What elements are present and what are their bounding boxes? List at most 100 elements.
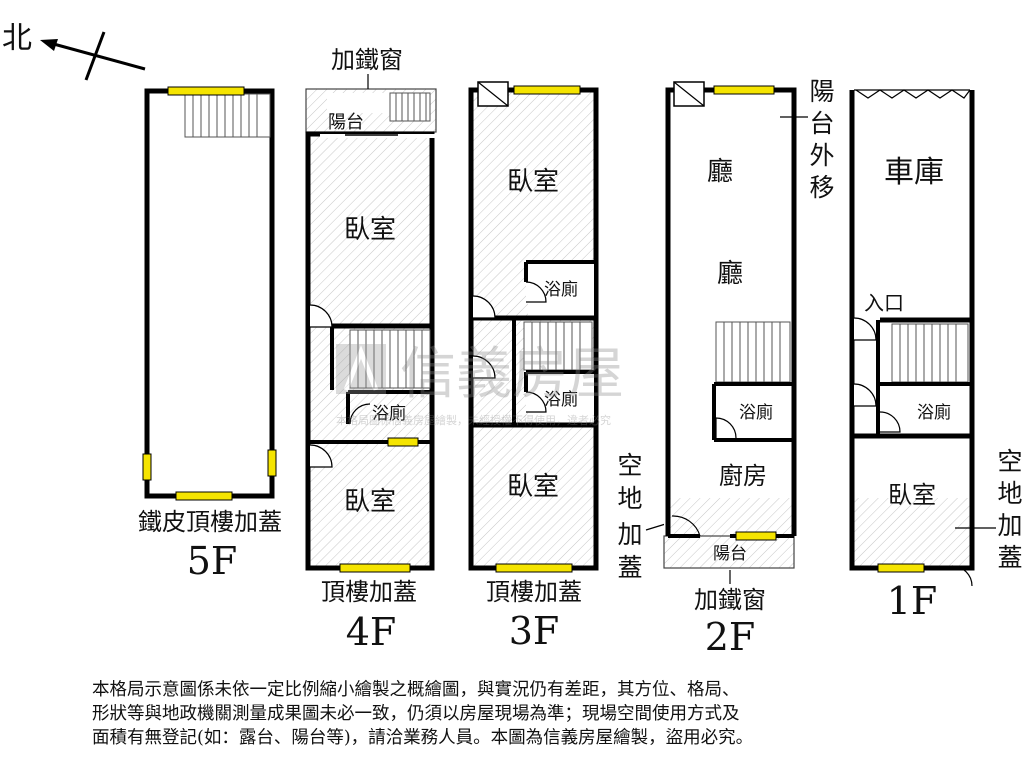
floor-3f-room-top-label: 臥室 — [507, 167, 559, 197]
floor-1f-room-label: 臥室 — [888, 481, 936, 509]
watermark-logo-mark — [343, 345, 379, 391]
floor-4f-note: 頂樓加蓋 — [321, 578, 417, 606]
floor-5f-level: 5F — [187, 539, 238, 583]
floor-4f-bath-label: 浴廁 — [372, 403, 406, 424]
door-icon — [472, 295, 496, 319]
floor-5f-walls — [144, 88, 275, 499]
floor-2f: 廳 廳 浴廁 廚房 陽台 加鐵窗 2F 陽 台 外 移 — [663, 77, 835, 659]
svg-text:移: 移 — [809, 173, 834, 202]
door-icon — [349, 403, 371, 425]
balcony-opening — [320, 134, 440, 138]
window-icon — [339, 563, 411, 573]
floor-1f: 車庫 入口 浴廁 臥室 1F 空 地 加 蓋 — [849, 89, 1023, 623]
door-icon — [472, 355, 496, 379]
disclaimer-line: 面積有無登記(如：露台、陽台等)，請洽業務人員。本圖為信義房屋繪製，盜用必究。 — [92, 728, 754, 748]
svg-text:蓋: 蓋 — [997, 543, 1022, 572]
floor-2f-kitchen-label: 廚房 — [719, 462, 767, 490]
ac-unit-icon-diagonal — [477, 81, 509, 107]
door-icon — [309, 304, 333, 328]
disclaimer-line: 形狀等與地政機關測量成果圖未必一致，仍須以房屋現場為準；現場空間使用方式及 — [92, 704, 740, 724]
floor-1f-bath-label: 浴廁 — [917, 402, 951, 423]
floor-4f: 加鐵窗 陽台 臥室 浴廁 臥室 頂樓加蓋 4F — [305, 46, 440, 654]
staircase-icon — [349, 329, 431, 389]
door-icon — [525, 391, 547, 413]
staircase-icon — [891, 323, 969, 383]
north-arrow-icon — [49, 41, 146, 71]
svg-text:地: 地 — [997, 479, 1022, 508]
ac-unit-icon-diagonal — [673, 81, 705, 107]
floor-3f-room-bottom-label: 臥室 — [507, 472, 559, 502]
svg-text:外: 外 — [809, 141, 834, 170]
floor-2f-level: 2F — [705, 615, 756, 659]
door-icon — [309, 444, 333, 468]
window-icon — [267, 449, 277, 477]
floor-5f-note: 鐵皮頂樓加蓋 — [138, 508, 282, 536]
window-icon — [175, 491, 233, 501]
floor-1f-side-note: 空 地 加 蓋 — [955, 447, 1023, 572]
window-icon — [142, 453, 152, 481]
floor-3f: 臥室 浴廁 浴廁 臥室 頂樓加蓋 3F 空 地 加 蓋 — [468, 81, 673, 653]
floor-plan: 北 鐵皮頂樓加蓋 5F — [2, 21, 1023, 659]
door-icon — [853, 317, 877, 341]
hatched-area — [852, 498, 972, 568]
svg-text:地: 地 — [617, 484, 642, 513]
floor-2f-balcony-label: 陽台 — [713, 544, 747, 564]
floor-4f-window-note: 加鐵窗 — [331, 46, 403, 74]
rolling-door-icon — [855, 89, 971, 99]
north-arrowhead-icon — [40, 39, 58, 51]
watermark-brand: 信義房屋 — [400, 342, 624, 407]
staircase-icon — [715, 321, 791, 383]
svg-text:加: 加 — [997, 511, 1022, 540]
floor-3f-bath-mid-label: 浴廁 — [544, 389, 578, 410]
window-icon — [387, 437, 419, 447]
floor-2f-hall1-label: 廳 — [707, 157, 733, 187]
door-icon — [879, 411, 901, 433]
watermark-logo-icon — [336, 344, 386, 394]
window-icon — [513, 85, 581, 95]
floor-3f-bath-top-label: 浴廁 — [544, 279, 578, 300]
staircase-icon — [184, 93, 271, 138]
disclaimer: 本格局示意圖係未依一定比例縮小繪製之概繪圖，與實況仍有差距，其方位、格局、 形狀… — [92, 678, 992, 750]
disclaimer-line: 本格局示意圖係未依一定比例縮小繪製之概繪圖，與實況仍有差距，其方位、格局、 — [92, 680, 740, 700]
floor-3f-level: 3F — [509, 609, 560, 653]
window-icon — [495, 563, 573, 573]
door-icon — [951, 565, 973, 587]
door-icon — [853, 383, 877, 407]
window-icon — [713, 85, 775, 95]
floor-4f-room-bottom-label: 臥室 — [344, 487, 396, 517]
floor-4f-level: 4F — [346, 610, 397, 654]
floor-2f-hall2-label: 廳 — [717, 259, 743, 289]
staircase-icon — [523, 321, 593, 371]
balcony-area — [663, 535, 795, 569]
floor-1f-level: 1F — [887, 579, 938, 623]
floor-1f-garage-label: 車庫 — [884, 155, 944, 190]
floor-1f-entrance-label: 入口 — [864, 291, 904, 315]
svg-text:空: 空 — [997, 447, 1022, 476]
watermark: 信義房屋 本格局圖係信義房屋繪製，未經授權不得使用，違者必究 — [336, 342, 624, 427]
svg-text:加: 加 — [617, 520, 642, 549]
svg-text:陽: 陽 — [809, 77, 834, 106]
floor-3f-side-note: 空 地 加 蓋 — [617, 451, 673, 582]
svg-text:台: 台 — [809, 109, 834, 138]
floor-2f-bath-label: 浴廁 — [739, 402, 773, 423]
north-label: 北 — [2, 21, 32, 56]
floor-4f-room-top-label: 臥室 — [344, 215, 396, 245]
floor-3f-note: 頂樓加蓋 — [486, 578, 582, 606]
window-icon — [877, 563, 925, 573]
hatched-area — [668, 498, 794, 536]
svg-text:空: 空 — [617, 451, 642, 480]
floor-2f-window-note: 加鐵窗 — [694, 586, 766, 614]
north-cross-line — [84, 31, 106, 81]
floor-4f-balcony-label: 陽台 — [328, 112, 364, 133]
staircase-icon — [389, 92, 431, 122]
watermark-sub: 本格局圖係信義房屋繪製，未經授權不得使用，違者必究 — [336, 413, 611, 427]
compass: 北 — [2, 21, 146, 81]
floor-5f: 鐵皮頂樓加蓋 5F — [138, 86, 282, 583]
door-icon — [671, 515, 701, 537]
door-icon — [715, 417, 737, 439]
window-icon — [167, 86, 245, 96]
svg-text:蓋: 蓋 — [617, 553, 642, 582]
door-icon — [525, 281, 547, 303]
window-icon — [735, 531, 777, 541]
floor-2f-balcony-note: 陽 台 外 移 — [780, 77, 835, 202]
